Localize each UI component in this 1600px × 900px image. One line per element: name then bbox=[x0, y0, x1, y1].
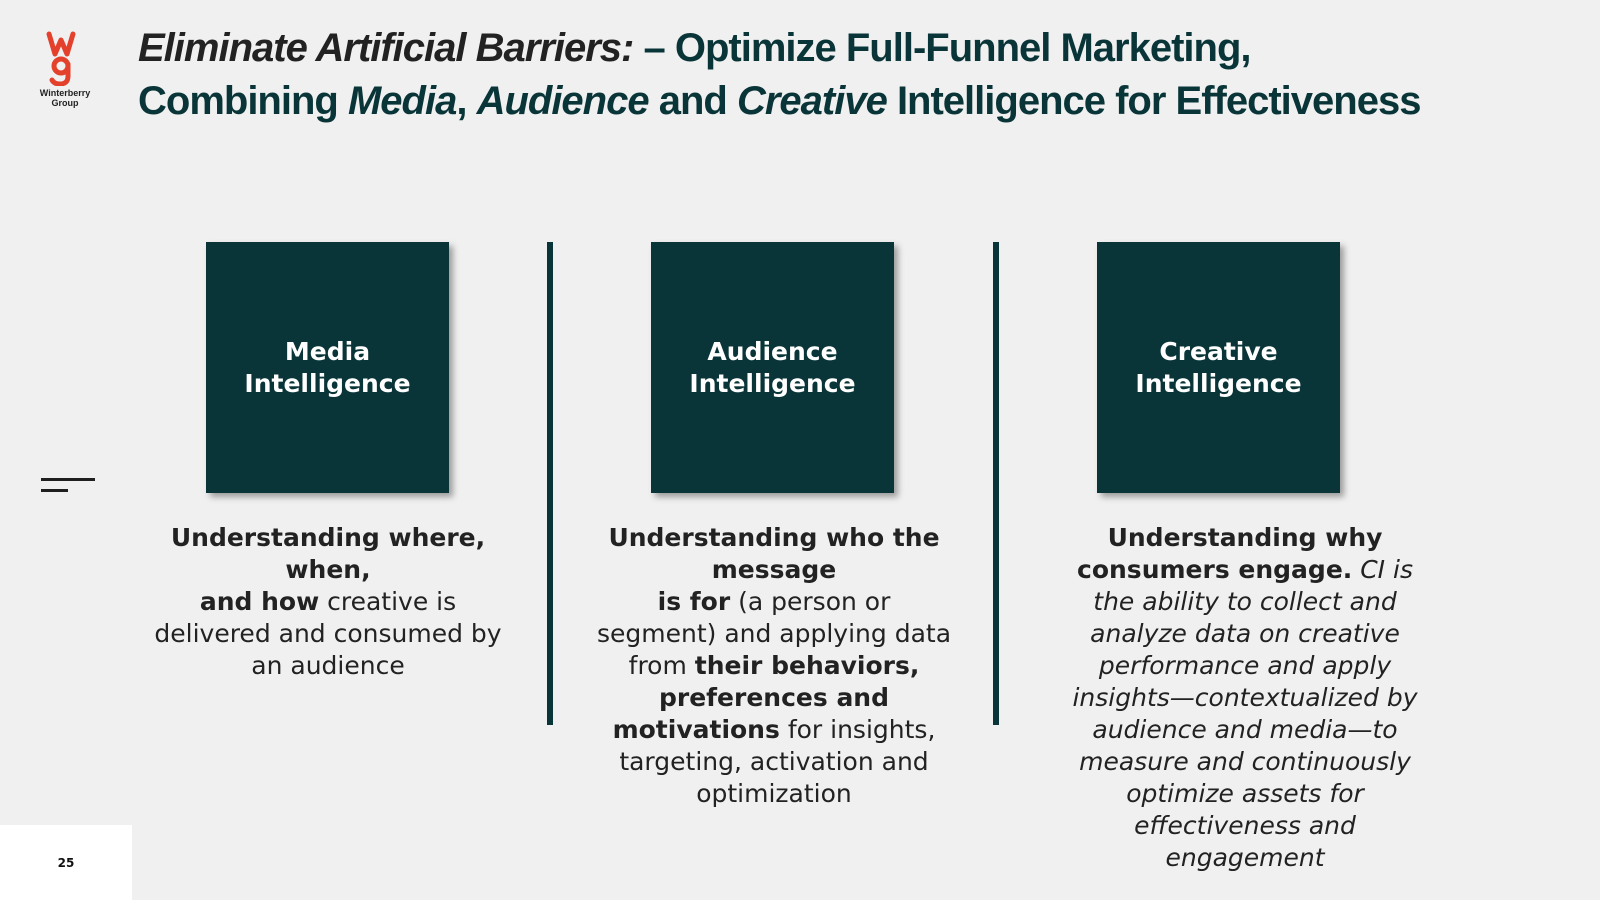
title-emphasis: Eliminate Artificial Barriers: bbox=[138, 26, 634, 70]
decorative-line bbox=[41, 489, 68, 492]
logo-text: Winterberry Group bbox=[39, 88, 91, 108]
winterberry-logo: Winterberry Group bbox=[30, 30, 100, 114]
wg-logo-icon bbox=[46, 31, 76, 86]
decorative-line bbox=[41, 478, 95, 481]
column-divider bbox=[547, 242, 553, 725]
page-number: 25 bbox=[57, 855, 75, 870]
column-divider bbox=[993, 242, 999, 725]
media-description: Understanding where, when,and how creati… bbox=[154, 523, 502, 680]
page-number-box: 25 bbox=[0, 825, 132, 900]
page-title: Eliminate Artificial Barriers: – Optimiz… bbox=[138, 26, 1421, 123]
creative-description: Understanding why consumers engage. CI i… bbox=[1072, 523, 1418, 872]
